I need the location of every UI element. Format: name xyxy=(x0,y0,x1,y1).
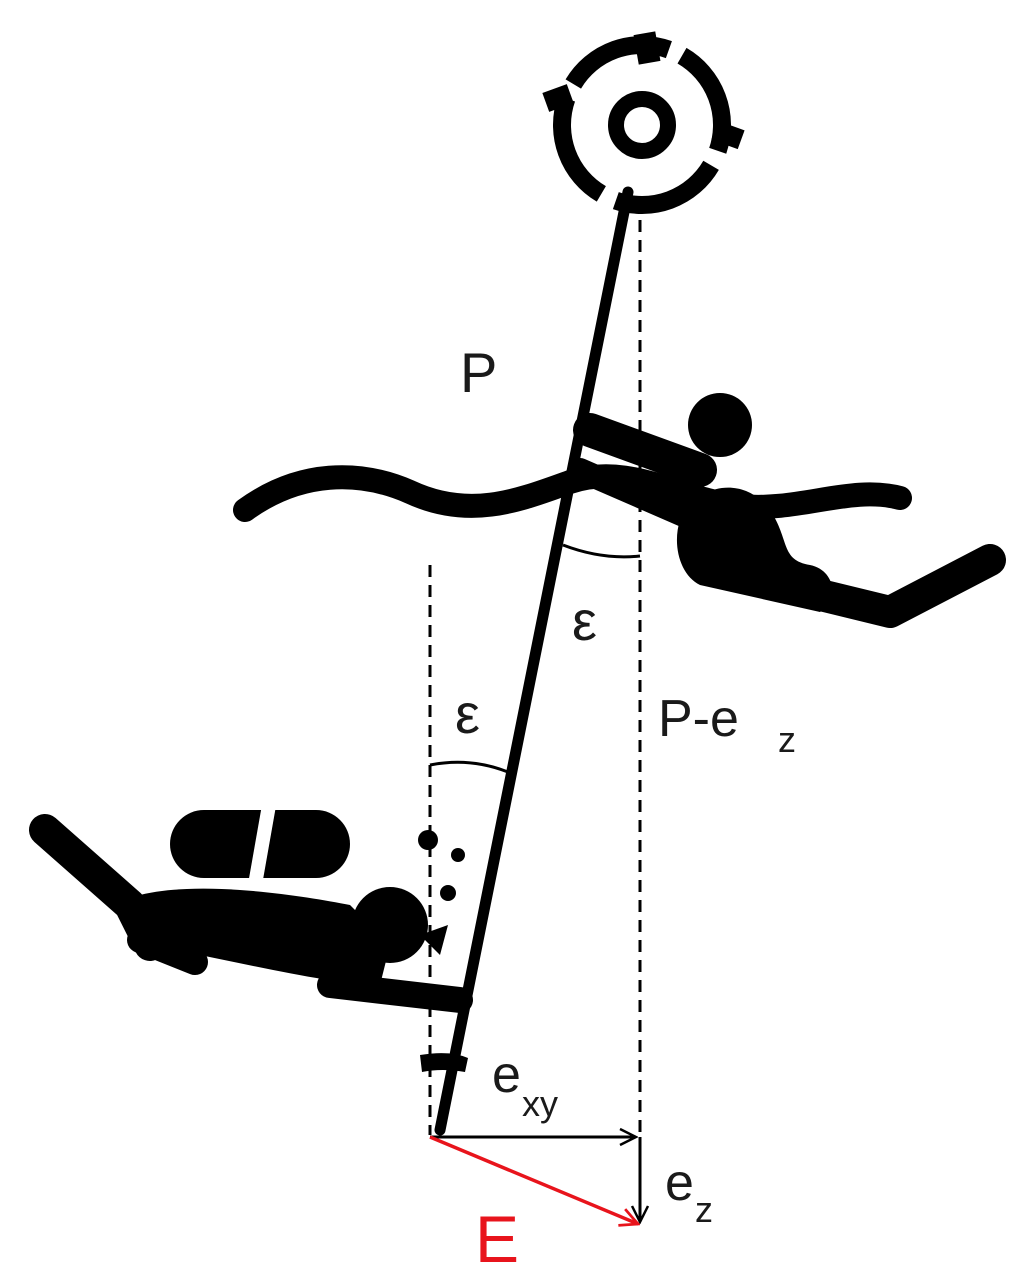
ez-subscript: z xyxy=(695,1189,713,1230)
pole-minus-ez-label: P-e xyxy=(658,690,739,748)
pole-minus-ez-subscript: z xyxy=(778,719,796,760)
water-surface-wave xyxy=(233,464,912,522)
gnss-target-icon xyxy=(542,31,745,214)
scuba-diver-icon xyxy=(29,799,473,1072)
epsilon-upper-arc xyxy=(562,543,641,559)
exy-label: e xyxy=(492,1046,521,1104)
ez-label: e xyxy=(665,1154,694,1212)
survey-pole xyxy=(434,186,634,1136)
epsilon-lower-arc xyxy=(429,760,509,774)
pole-label: P xyxy=(460,341,497,404)
bubbles-icon xyxy=(418,830,465,901)
exy-subscript: xy xyxy=(522,1083,558,1124)
error-vector xyxy=(429,1135,638,1224)
epsilon-upper-label: ε xyxy=(572,589,597,652)
epsilon-lower-label: ε xyxy=(455,682,480,745)
error-label: E xyxy=(475,1202,519,1276)
swimmer-icon xyxy=(568,393,1006,628)
